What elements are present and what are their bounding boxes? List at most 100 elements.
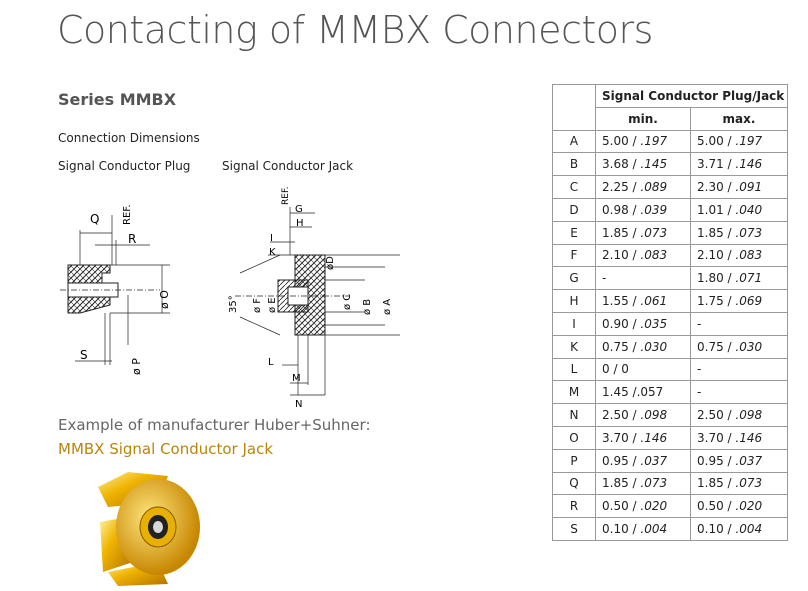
row-label: O — [552, 425, 596, 450]
cell-min: 0.50 / .020 — [595, 494, 691, 519]
cell-min: 1.85 / .073 — [595, 220, 691, 245]
dim-e: ø E — [267, 297, 278, 313]
table-corner — [552, 84, 596, 131]
cell-min: 3.70 / .146 — [595, 425, 691, 450]
cell-min: 1.45 /.057 — [595, 380, 691, 405]
series-heading: Series MMBX — [58, 90, 177, 109]
dim-r: R — [128, 232, 136, 246]
cell-max: 2.50 / .098 — [690, 403, 788, 427]
dim-o: ø O — [158, 290, 171, 309]
cell-max: 3.70 / .146 — [690, 425, 788, 450]
dim-c: ø C — [342, 294, 353, 310]
cell-max: 1.85 / .073 — [690, 220, 788, 245]
dim-g: G — [295, 204, 303, 215]
cell-max: 0.95 / .037 — [690, 448, 788, 473]
dim-i: I — [270, 233, 273, 244]
cell-max: 0.75 / .030 — [690, 334, 788, 359]
product-link[interactable]: MMBX Signal Conductor Jack — [58, 440, 274, 458]
dim-s: S — [80, 348, 88, 362]
col-max: max. — [690, 106, 788, 131]
row-label: L — [552, 357, 596, 382]
row-label: A — [552, 129, 596, 154]
connector-photo — [98, 472, 200, 586]
cell-max: - — [690, 357, 788, 382]
cell-min: 0.10 / .004 — [595, 517, 691, 541]
cell-min: - — [595, 266, 691, 291]
cell-max: 1.75 / .069 — [690, 289, 788, 313]
dim-l: L — [268, 357, 274, 368]
dim-n: N — [295, 399, 302, 410]
row-label: S — [552, 517, 596, 541]
cell-min: 0.90 / .035 — [595, 311, 691, 336]
cell-min: 0.95 / .037 — [595, 448, 691, 473]
cell-min: 3.68 / .145 — [595, 152, 691, 177]
cell-max: 2.30 / .091 — [690, 175, 788, 199]
cell-min: 1.55 / .061 — [595, 289, 691, 313]
cell-min: 5.00 / .197 — [595, 129, 691, 154]
connection-dimensions-label: Connection Dimensions — [58, 131, 200, 145]
dim-f: ø F — [252, 298, 263, 313]
cell-max: 0.50 / .020 — [690, 494, 788, 519]
cell-max: - — [690, 311, 788, 336]
dim-b: ø B — [362, 299, 373, 315]
table-header: Signal Conductor Plug/Jack — [595, 84, 788, 108]
row-label: R — [552, 494, 596, 519]
example-text: Example of manufacturer Huber+Suhner: — [58, 416, 371, 434]
cell-max: 1.85 / .073 — [690, 471, 788, 496]
col-min: min. — [595, 106, 691, 131]
cell-max: 2.10 / .083 — [690, 243, 788, 268]
cell-min: 2.25 / .089 — [595, 175, 691, 199]
row-label: F — [552, 243, 596, 268]
technical-drawings: Q REF. R ø O S ø P 35° REF. G H I K øD — [60, 186, 400, 410]
row-label: M — [552, 380, 596, 405]
dim-h: H — [296, 218, 304, 229]
dim-d: øD — [325, 256, 336, 270]
cell-max: - — [690, 380, 788, 405]
row-label: N — [552, 403, 596, 427]
cell-max: 1.80 / .071 — [690, 266, 788, 291]
row-label: C — [552, 175, 596, 199]
row-label: K — [552, 334, 596, 359]
row-label: Q — [552, 471, 596, 496]
cell-min: 2.50 / .098 — [595, 403, 691, 427]
row-label: B — [552, 152, 596, 177]
cell-min: 0 / 0 — [595, 357, 691, 382]
jack-label: Signal Conductor Jack — [222, 159, 354, 173]
table-row: G-1.80 / .071 — [552, 266, 788, 291]
row-label: E — [552, 220, 596, 245]
row-label: I — [552, 311, 596, 336]
dim-ref-jack: REF. — [281, 186, 291, 205]
dim-m: M — [292, 373, 301, 384]
row-label: H — [552, 289, 596, 313]
cell-max: 3.71 / .146 — [690, 152, 788, 177]
cell-min: 2.10 / .083 — [595, 243, 691, 268]
dim-q: Q — [90, 212, 99, 226]
row-label: D — [552, 197, 596, 222]
cell-max: 1.01 / .040 — [690, 197, 788, 222]
cell-min: 1.85 / .073 — [595, 471, 691, 496]
cell-min: 0.98 / .039 — [595, 197, 691, 222]
dim-p: ø P — [130, 358, 143, 375]
plug-drawing: Q REF. R ø O S ø P — [60, 204, 171, 375]
dim-a: ø A — [382, 299, 393, 315]
jack-drawing: 35° REF. G H I K øD ø F ø E ø C ø B ø A … — [228, 186, 400, 410]
cell-min: 0.75 / .030 — [595, 334, 691, 359]
plug-label: Signal Conductor Plug — [58, 159, 191, 173]
